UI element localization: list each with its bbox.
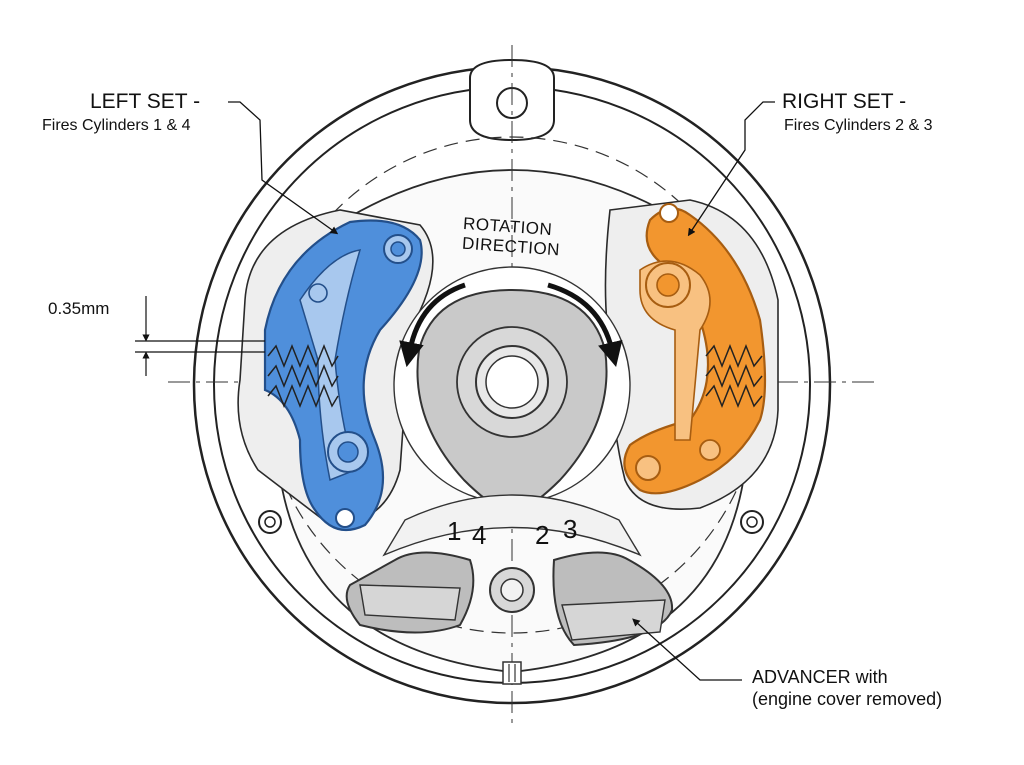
right-set-subtitle: Fires Cylinders 2 & 3	[784, 117, 933, 134]
right-breaker-plate	[604, 199, 779, 510]
leader-lines	[228, 101, 775, 681]
advancer-label-line2: (engine cover removed)	[752, 689, 943, 709]
cylinder-4-label: 4	[472, 520, 487, 550]
left-breaker-plate	[237, 209, 434, 532]
rotation-arrows-icon	[399, 282, 623, 368]
left-set-subtitle: Fires Cylinders 1 & 4	[42, 117, 191, 134]
cylinder-3-label: 3	[563, 514, 578, 544]
gap-dimension	[135, 296, 265, 376]
right-set-title: RIGHT SET -	[782, 90, 907, 113]
cam	[393, 266, 631, 514]
right-spring	[705, 343, 763, 409]
gap-dimension-label: 0.35mm	[48, 299, 110, 318]
left-spring	[267, 343, 339, 409]
cylinder-index-arc	[382, 494, 642, 557]
left-set-title: LEFT SET -	[90, 90, 201, 113]
cylinder-2-label: 2	[535, 520, 550, 550]
advancer-weights	[345, 551, 674, 685]
cylinder-1-label: 1	[447, 516, 462, 546]
advancer-label-line1: ADVANCER with	[752, 667, 888, 687]
